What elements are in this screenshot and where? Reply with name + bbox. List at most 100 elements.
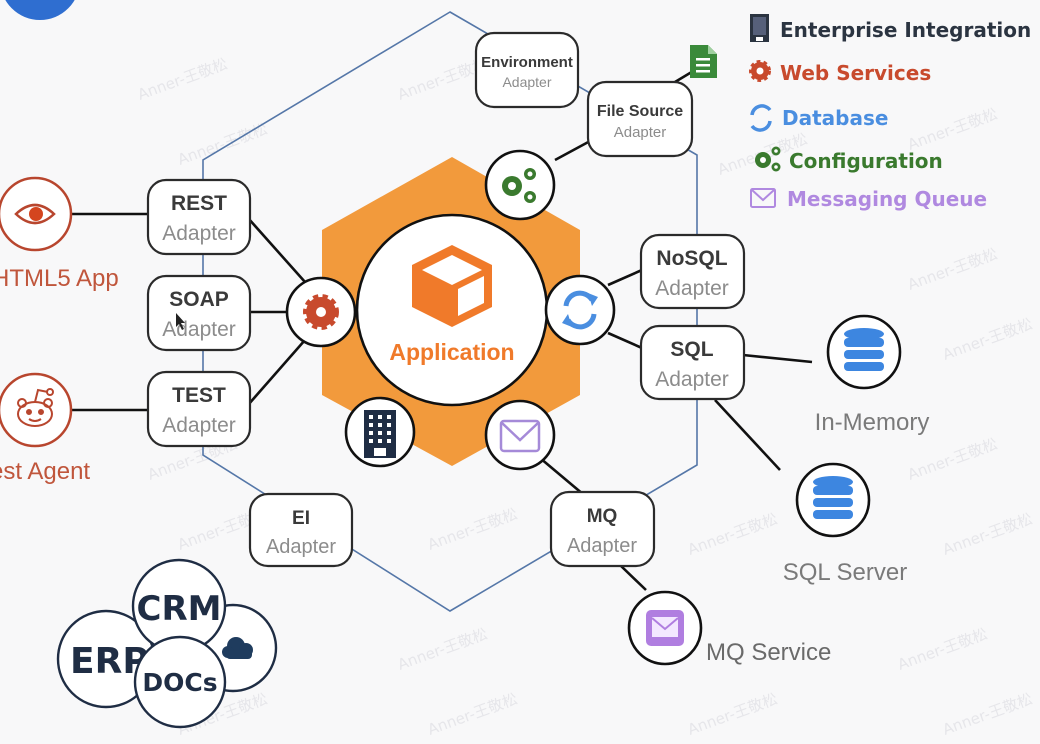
in-memory-label: In-Memory <box>815 409 930 436</box>
gear-icon <box>303 294 339 330</box>
adapter-type: Adapter <box>162 414 236 437</box>
application-label: Application <box>389 339 514 365</box>
adapter-name: EI <box>292 508 310 529</box>
robot-icon <box>17 388 54 427</box>
database-icon <box>813 476 853 519</box>
legend-item-web-services: Web Services <box>749 60 931 85</box>
legend-item-configuration: Configuration <box>755 146 943 173</box>
watermark: Anner-王敬松 <box>895 625 990 674</box>
adapter-type: Adapter <box>266 536 336 558</box>
watermark: Anner-王敬松 <box>425 505 520 554</box>
connector-db-sql <box>607 331 643 350</box>
html5-app-label: HTML5 App <box>0 265 119 292</box>
building-icon <box>750 14 769 42</box>
adapter-name: NoSQL <box>656 247 727 270</box>
gears-icon <box>755 146 781 172</box>
adapter-name: Environment <box>481 54 573 71</box>
envelope-icon <box>499 419 541 453</box>
watermark: Anner-王敬松 <box>685 690 780 739</box>
file-document-icon[interactable] <box>690 45 717 78</box>
legend-item-database: Database <box>750 104 888 132</box>
legend-label: Database <box>782 106 888 130</box>
sync-icon <box>562 290 598 330</box>
watermark: Anner-王敬松 <box>135 55 230 104</box>
connector-test-port <box>247 339 306 406</box>
adapter-type: Adapter <box>162 222 236 245</box>
enterprise-systems-cluster[interactable]: ERP CRM DOCs <box>56 558 278 729</box>
mq-adapter[interactable]: MQ Adapter <box>549 490 656 568</box>
legend: Enterprise Integration Web Services Data… <box>749 14 1031 211</box>
crm-label: CRM <box>137 589 222 629</box>
adapter-type: Adapter <box>614 124 667 141</box>
docs-circle <box>133 635 227 729</box>
legend-label: Configuration <box>789 149 943 173</box>
port-enterprise[interactable] <box>344 396 416 468</box>
outer-hexagon <box>202 11 698 612</box>
port-messaging[interactable] <box>484 399 556 471</box>
port-configuration[interactable] <box>484 149 556 221</box>
watermark: Anner-王敬松 <box>685 510 780 559</box>
port-circle <box>544 274 616 346</box>
application-core[interactable]: Application <box>355 213 549 407</box>
database-icon <box>844 328 884 371</box>
connector-rest-port <box>247 217 306 283</box>
soap-adapter[interactable]: SOAP Adapter <box>146 274 252 352</box>
html5-app-node[interactable]: HTML5 App <box>0 176 119 292</box>
test-agent-node[interactable]: Test Agent <box>0 372 90 485</box>
watermark: Anner-王敬松 <box>905 435 1000 484</box>
port-web-services[interactable] <box>285 276 357 348</box>
mq-service-node[interactable]: MQ Service <box>627 590 831 666</box>
building-icon <box>364 410 396 458</box>
nosql-adapter[interactable]: NoSQL Adapter <box>639 233 746 310</box>
environment-adapter[interactable]: Environment Adapter <box>474 31 580 109</box>
watermark: Anner-王敬松 <box>940 510 1035 559</box>
connector-db-nosql <box>607 268 643 287</box>
port-circle <box>484 399 556 471</box>
cloud-icon <box>222 637 253 659</box>
watermark: Anner-王敬松 <box>905 105 1000 154</box>
in-memory-node[interactable]: In-Memory <box>815 314 930 436</box>
legend-item-enterprise-integration: Enterprise Integration <box>750 14 1031 42</box>
sql-adapter[interactable]: SQL Adapter <box>639 324 746 401</box>
connector-sql-inmemory <box>742 353 813 364</box>
test-adapter[interactable]: TEST Adapter <box>146 370 252 448</box>
legend-label: Enterprise Integration <box>780 18 1031 42</box>
envelope-icon <box>750 188 776 208</box>
connector-sql-sqlserver <box>714 399 781 471</box>
gear-icon <box>749 60 771 82</box>
connector-config-file <box>554 138 593 162</box>
watermark: Anner-王敬松 <box>425 690 520 739</box>
adapter-type: Adapter <box>162 318 236 341</box>
test-agent-label: Test Agent <box>0 458 90 485</box>
watermark: Anner-王敬松 <box>940 690 1035 739</box>
watermark: Anner-王敬松 <box>905 245 1000 294</box>
sql-server-label: SQL Server <box>783 559 908 586</box>
adapter-type: Adapter <box>502 74 551 90</box>
connectors <box>72 68 813 591</box>
adapter-name: TEST <box>172 384 226 407</box>
adapter-name: MQ <box>587 506 618 527</box>
rest-adapter[interactable]: REST Adapter <box>146 178 252 256</box>
file-source-adapter[interactable]: File Source Adapter <box>586 80 694 158</box>
port-database[interactable] <box>544 274 616 346</box>
sql-server-node[interactable]: SQL Server <box>783 462 908 586</box>
legend-label: Web Services <box>780 61 931 85</box>
corner-badge <box>5 0 75 20</box>
watermark: Anner-王敬松 <box>940 315 1035 364</box>
cube-icon <box>412 245 492 327</box>
watermark: Anner-王敬松 <box>395 625 490 674</box>
adapter-name: File Source <box>597 103 683 120</box>
eye-icon <box>14 203 56 225</box>
adapter-type: Adapter <box>655 277 729 300</box>
adapter-name: REST <box>171 192 227 215</box>
watermark: Anner-王敬松 <box>175 120 270 169</box>
adapter-type: Adapter <box>655 368 729 391</box>
legend-label: Messaging Queue <box>787 187 987 211</box>
ei-adapter[interactable]: EI Adapter <box>248 492 354 568</box>
connector-mq-service <box>619 564 647 591</box>
legend-item-messaging-queue: Messaging Queue <box>750 187 987 211</box>
sync-icon <box>750 104 772 132</box>
docs-label: DOCs <box>142 668 217 697</box>
test-agent-circle <box>0 372 73 448</box>
mq-service-label: MQ Service <box>706 639 831 666</box>
